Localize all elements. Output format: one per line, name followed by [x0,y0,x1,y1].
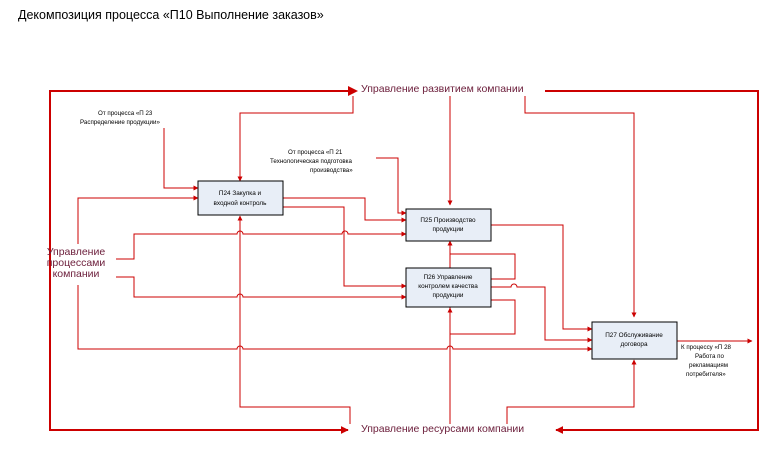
note-from-p23: От процесса «П 23 Распределение продукци… [80,110,160,126]
svg-text:Технологическая подготовка: Технологическая подготовка [270,158,353,165]
bottom-label: Управление ресурсами компании [361,423,524,435]
svg-text:Распределение продукции»: Распределение продукции» [80,119,160,126]
process-box-p26[interactable]: П26 Управление контролем качества продук… [405,267,492,308]
svg-text:контролем качества: контролем качества [418,283,478,290]
svg-text:рекламациям: рекламациям [689,362,728,369]
top-label: Управление развитием компании [361,83,524,95]
bottom-mechanism-arrows [237,215,637,424]
svg-text:процессами: процессами [47,257,106,269]
note-from-p21: От процесса «П 21 Технологическая подгот… [270,149,353,174]
svg-text:договора: договора [620,341,647,348]
svg-text:К процессу «П 28: К процессу «П 28 [681,344,732,351]
left-label: Управление процессами компании [47,246,106,280]
svg-text:П24 Закупка и: П24 Закупка и [219,190,262,197]
note-to-p28: К процессу «П 28 Работа по рекламациям п… [681,344,732,378]
svg-text:П27 Обслуживание: П27 Обслуживание [605,331,663,339]
svg-text:П25 Производство: П25 Производство [420,217,476,224]
svg-text:От процесса «П 21: От процесса «П 21 [288,149,343,156]
svg-text:потребителя»: потребителя» [686,371,726,378]
svg-text:Работа по: Работа по [695,353,724,360]
svg-text:производства»: производства» [310,167,353,174]
svg-text:входной контроль: входной контроль [214,199,268,207]
process-box-p25[interactable]: П25 Производство продукции [405,208,492,242]
svg-text:продукции: продукции [433,292,464,299]
svg-text:продукции: продукции [433,226,464,233]
outer-frame [49,86,759,434]
svg-text:П26 Управление: П26 Управление [423,274,472,281]
top-control-arrows [237,96,637,318]
process-box-p27[interactable]: П27 Обслуживание договора [591,321,678,360]
process-flow-arrows [163,128,753,344]
svg-text:компании: компании [53,268,100,280]
left-control-arrows [77,195,593,352]
page-title: Декомпозиция процесса «П10 Выполнение за… [18,8,324,22]
svg-text:Управление: Управление [47,246,106,258]
svg-text:От процесса «П 23: От процесса «П 23 [98,110,153,117]
process-box-p24[interactable]: П24 Закупка и входной контроль [197,180,284,216]
